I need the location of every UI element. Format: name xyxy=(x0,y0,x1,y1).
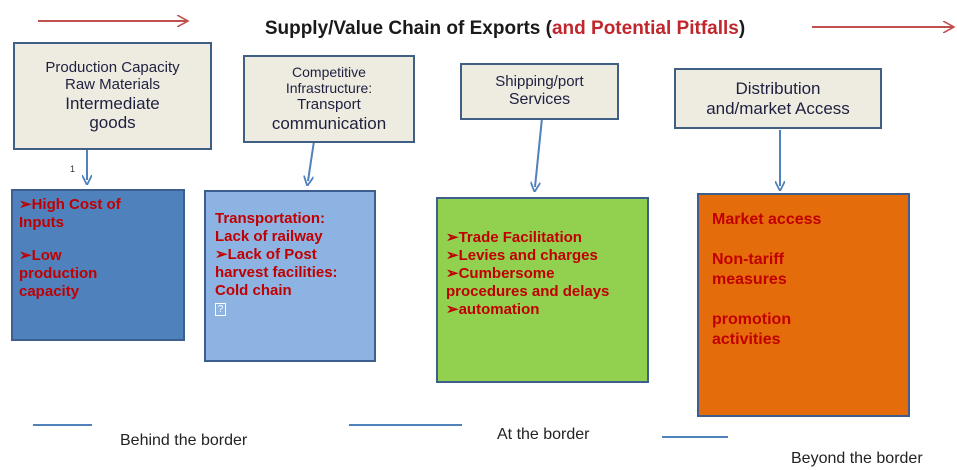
pitfall-item: ➢Lack of Post xyxy=(215,246,317,263)
pitfall-box-trade: ➢Trade Facilitation ➢Levies and charges … xyxy=(436,197,649,383)
pitfall-item: promotion xyxy=(712,311,792,328)
footnote-marker: 1 xyxy=(70,164,76,174)
pitfall-item: ➢High Cost of xyxy=(19,196,121,213)
header-line: Services xyxy=(508,90,571,108)
header-line: Intermediate xyxy=(65,93,160,113)
pitfall-box-inputs: ➢High Cost of Inputs ➢Low production cap… xyxy=(11,189,185,341)
stage-header-distribution: Distribution and/market Access xyxy=(674,68,882,129)
title-highlight: and Potential Pitfalls xyxy=(551,18,739,39)
stage-header-production: Production Capacity Raw Materials Interm… xyxy=(13,42,212,150)
footer-beyond-border: Beyond the border xyxy=(791,450,923,467)
pitfall-item: ➢automation xyxy=(446,301,540,318)
placeholder-glyph: ? xyxy=(215,303,226,316)
pitfall-item: Market access xyxy=(712,211,822,228)
pitfall-box-transport: Transportation: Lack of railway ➢Lack of… xyxy=(204,190,376,362)
pitfall-item: measures xyxy=(712,271,787,288)
pitfall-item: capacity xyxy=(19,283,80,300)
diagram-title: Supply/Value Chain of Exports (and Poten… xyxy=(205,18,805,40)
title-main: Supply/Value Chain of Exports ( xyxy=(264,18,552,39)
pitfall-item: Inputs xyxy=(19,214,64,231)
pitfall-item: production xyxy=(19,265,98,282)
pitfall-item: activities xyxy=(712,331,781,348)
header-line: goods xyxy=(89,112,136,132)
footer-at-border: At the border xyxy=(497,426,590,443)
pitfall-item: procedures and delays xyxy=(446,283,610,300)
connector-arrow-2 xyxy=(308,140,315,181)
pitfall-item: Cold chain xyxy=(215,282,292,299)
header-line: Transport xyxy=(297,95,361,113)
header-line: Distribution xyxy=(735,79,821,99)
pitfall-item: Transportation: xyxy=(215,210,326,227)
stage-header-infrastructure: Competitive Infrastructure: Transport co… xyxy=(243,55,415,143)
footer-behind-border: Behind the border xyxy=(120,432,248,449)
stage-header-shipping: Shipping/port Services xyxy=(460,63,619,120)
header-line: Competitive xyxy=(292,64,366,81)
pitfall-item: ➢Cumbersome xyxy=(446,265,555,282)
header-line: Production Capacity xyxy=(45,59,180,77)
pitfall-item: ➢Trade Facilitation xyxy=(446,229,582,246)
header-line: Raw Materials xyxy=(64,75,161,93)
pitfall-item: harvest facilities: xyxy=(215,264,338,281)
header-line: Infrastructure: xyxy=(285,80,373,97)
pitfall-item: ➢Levies and charges xyxy=(446,247,598,264)
pitfall-box-market: Market access Non-tariff measures promot… xyxy=(697,193,910,417)
pitfall-item: Non-tariff xyxy=(712,251,784,268)
pitfall-item: ➢Low xyxy=(19,247,62,264)
header-line: and/market Access xyxy=(706,98,850,118)
header-line: Shipping/port xyxy=(495,73,584,91)
pitfall-item: Lack of railway xyxy=(215,228,323,245)
connector-arrow-3 xyxy=(535,117,543,187)
title-close: ) xyxy=(738,18,746,39)
header-line: communication xyxy=(271,113,387,133)
